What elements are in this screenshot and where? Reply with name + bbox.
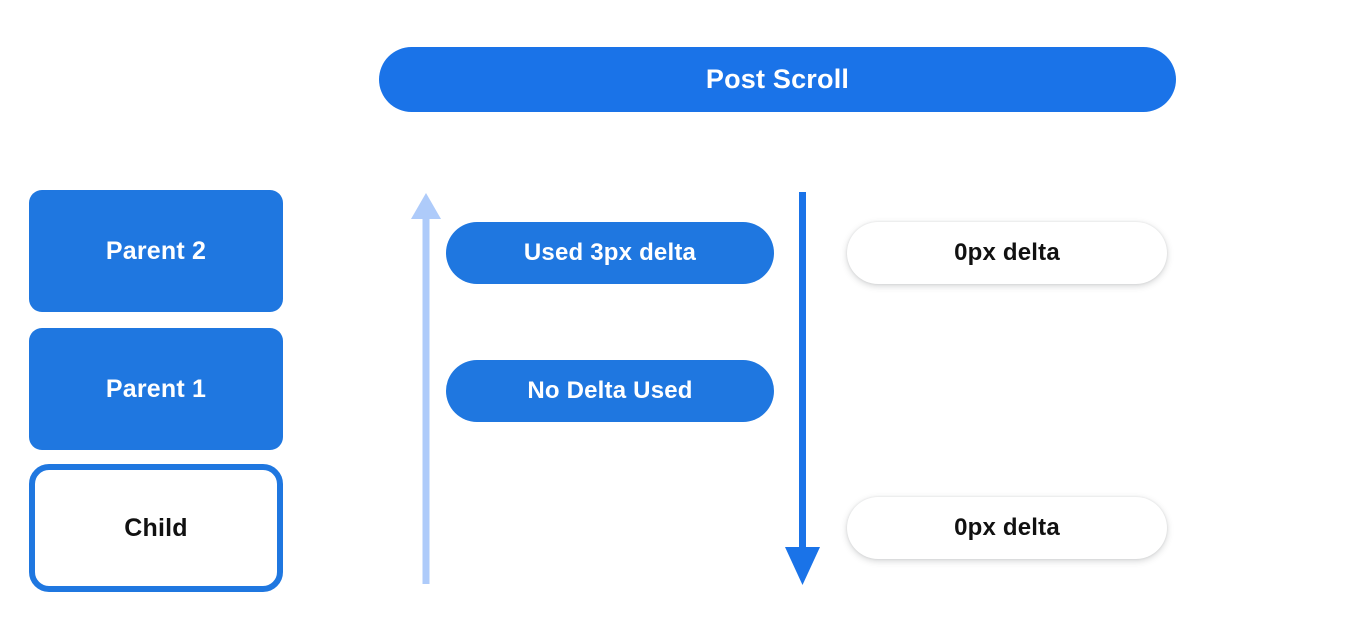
pill-delta-top-label: 0px delta [954,239,1060,266]
pill-delta-bottom-label: 0px delta [954,514,1060,541]
post-scroll-header-label: Post Scroll [705,64,850,94]
pill-used-delta-label: Used 3px delta [523,239,697,266]
node-parent-2-label: Parent 2 [105,236,207,265]
pill-no-delta-used: No Delta Used [446,360,774,422]
pill-no-delta-used-label: No Delta Used [527,377,693,404]
bubble-up-arrow-icon [411,193,441,584]
node-parent-1-label: Parent 1 [105,374,207,403]
post-scroll-header: Post Scroll [379,47,1176,112]
node-parent-2: Parent 2 [29,190,283,312]
scroll-down-arrow-icon [785,192,820,585]
node-child-label: Child [124,513,188,542]
pill-delta-bottom: 0px delta [847,497,1167,559]
node-parent-1: Parent 1 [29,328,283,450]
pill-used-delta: Used 3px delta [446,222,774,284]
node-child: Child [29,464,283,592]
pill-delta-top: 0px delta [847,222,1167,284]
